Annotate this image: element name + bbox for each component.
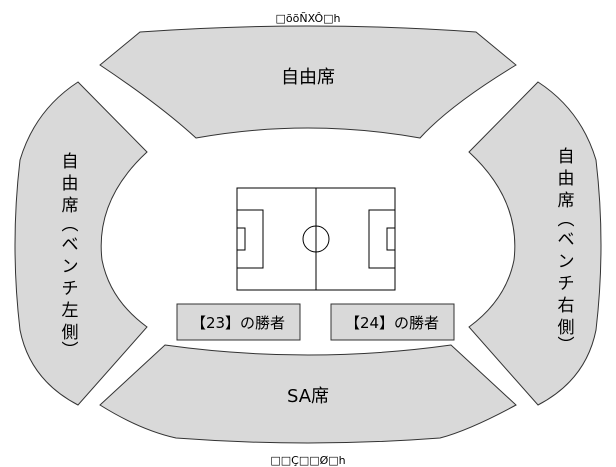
west-label-char: ︵ [62,215,79,235]
east-stand[interactable] [468,81,602,406]
left-goal-box [236,227,246,251]
east-label-char: ン [558,252,575,272]
west-label-char: 自 [62,152,79,172]
east-stand-label: 自 由 席 ︵ ベ ン チ 右 側 ︶ [558,147,575,356]
west-label-char: ン [62,257,79,277]
east-label-char: 由 [558,169,575,189]
west-label-char: 左 [62,301,79,321]
winner-box-23-label: 【23】の勝者 [191,314,285,332]
east-label-char: ︶ [558,336,575,356]
left-penalty-box [236,209,264,269]
east-label-char: 席 [558,191,575,211]
east-label-char: ベ [558,230,575,250]
west-label-char: ︶ [62,341,79,361]
north-stand-label: 自由席 [281,67,335,88]
west-label-char: 由 [62,174,79,194]
soccer-pitch [236,187,396,291]
west-stand-label: 自 由 席 ︵ ベ ン チ 左 側 ︶ [62,152,79,361]
east-label-char: 右 [558,296,575,316]
right-penalty-box [368,209,396,269]
header-code: □õõÑXÔ□h [275,12,341,25]
west-label-char: 席 [62,196,79,216]
west-label-char: チ [62,279,79,299]
north-stand[interactable] [99,25,517,139]
west-label-char: ベ [62,235,79,255]
east-label-char: 自 [558,147,575,167]
footer-code: □□Ç□□Ø□h [270,454,346,467]
east-label-char: ︵ [558,210,575,230]
right-goal-box [386,227,396,251]
east-label-char: 側 [558,318,575,338]
winner-box-23[interactable]: 【23】の勝者 [176,303,301,341]
south-stand-label: SA席 [287,386,329,407]
winner-box-24-label: 【24】の勝者 [345,314,439,332]
west-label-char: 側 [62,323,79,343]
winner-box-24[interactable]: 【24】の勝者 [330,303,455,341]
south-stand[interactable] [99,344,517,444]
west-stand[interactable] [14,81,148,406]
east-label-char: チ [558,274,575,294]
center-circle [302,225,330,253]
